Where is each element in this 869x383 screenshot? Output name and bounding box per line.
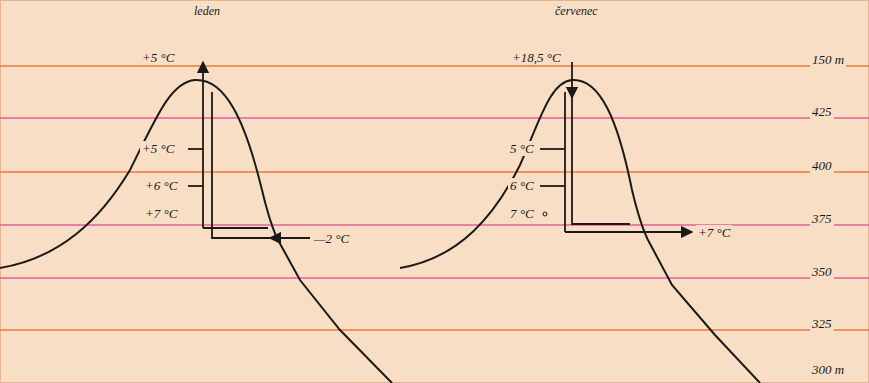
temperature-label: 6 °C: [508, 178, 536, 193]
air-flow: [188, 62, 692, 238]
height-label: 400: [810, 158, 834, 173]
height-label: 350: [810, 264, 834, 279]
height-label: 425: [810, 104, 834, 119]
height-label: 325: [810, 316, 834, 331]
height-label: 150 m: [810, 52, 846, 67]
height-label: 300 m: [810, 362, 846, 377]
hill-profiles: [0, 80, 760, 383]
temperature-label: +7 °C: [696, 225, 732, 240]
temperature-label: 5 °C: [508, 141, 536, 156]
height-lines: [0, 66, 869, 330]
month-heading: červenec: [553, 4, 600, 19]
temperature-label: +7 °C: [143, 206, 179, 221]
temperature-label: 7 °C: [508, 206, 536, 221]
temperature-label: +6 °C: [143, 178, 179, 193]
height-label: 375: [810, 211, 834, 226]
temperature-label: +5 °C: [140, 50, 176, 65]
temperature-label: +18,5 °C: [510, 50, 563, 65]
temperature-label: —2 °C: [312, 231, 351, 246]
month-heading: leden: [192, 4, 222, 19]
temperature-label: +5 °C: [140, 141, 176, 156]
